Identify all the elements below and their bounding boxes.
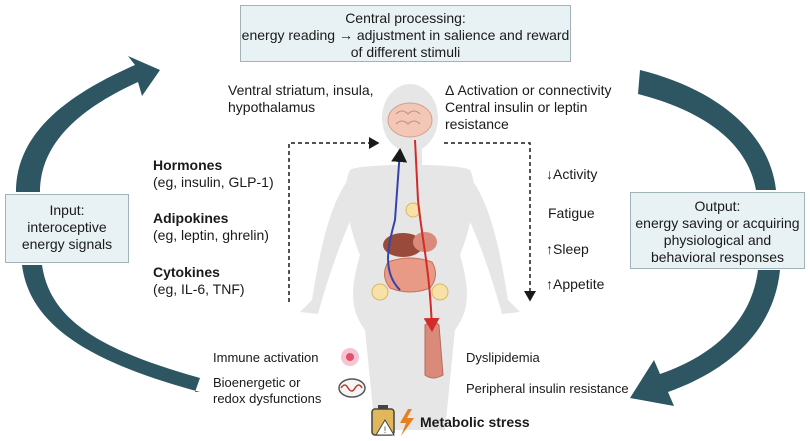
cytokines-examples: (eg, IL-6, TNF) [153, 281, 245, 297]
brain-regions-line-1: Ventral striatum, insula, [228, 82, 374, 98]
output-line-4: behavioral responses [650, 249, 785, 265]
cycle-arrow-top-left [16, 56, 160, 192]
bioenergetic-line-1: Bioenergetic or [213, 375, 301, 390]
peripheral-insulin-resistance-label: Peripheral insulin resistance [466, 381, 629, 396]
cycle-arrow-top-right [638, 70, 776, 190]
efferent-path [414, 139, 440, 332]
svg-text:!: ! [384, 425, 387, 435]
fat-tissue-right [431, 283, 449, 301]
central-changes-line-1: Δ Activation or connectivity [445, 82, 612, 98]
input-line-3: energy signals [21, 236, 113, 252]
immune-activation-label: Immune activation [213, 350, 319, 365]
input-line-1: Input: [49, 202, 85, 218]
adipokines-examples: (eg, leptin, ghrelin) [153, 227, 269, 243]
brain-regions-line-2: hypothalamus [228, 99, 316, 115]
dashed-arrow-to-brain [288, 137, 380, 302]
central-line-3: of different stimuli [350, 44, 461, 60]
dyslipidemia-label: Dyslipidemia [466, 350, 540, 365]
central-changes-label: Δ Activation or connectivity Central ins… [445, 82, 612, 133]
output-line-2: energy saving or acquiring [635, 215, 800, 231]
adipokines-title: Adipokines [153, 210, 229, 226]
liver [383, 233, 423, 257]
immune-cell-icon [341, 348, 359, 366]
bioenergetic-label: Bioenergetic or redox dysfunctions [213, 375, 321, 407]
response-sleep: ↑Sleep [546, 241, 589, 257]
battery-warning-icon: ! [371, 405, 395, 436]
response-appetite: ↑Appetite [546, 276, 605, 292]
adipokines-group: Adipokines (eg, leptin, ghrelin) [153, 210, 269, 244]
stomach [413, 232, 437, 252]
input-box: Input: interoceptive energy signals [5, 194, 129, 263]
afferent-path [387, 148, 408, 291]
brain [387, 102, 433, 138]
output-box: Output: energy saving or acquiring physi… [630, 192, 805, 269]
response-activity: ↓Activity [546, 166, 598, 182]
hormones-group: Hormones (eg, insulin, GLP-1) [153, 157, 274, 191]
hormones-title: Hormones [153, 157, 223, 173]
input-line-2: interoceptive [27, 219, 107, 235]
output-line-3: physiological and [663, 232, 772, 248]
response-fatigue: Fatigue [548, 205, 595, 221]
metabolic-stress-label: Metabolic stress [420, 414, 530, 430]
central-changes-line-3: resistance [445, 116, 509, 132]
cytokines-group: Cytokines (eg, IL-6, TNF) [153, 264, 245, 298]
output-line-1: Output: [694, 198, 741, 214]
fat-tissue-left [371, 283, 389, 301]
cycle-arrow-bottom-left [22, 265, 200, 392]
cytokines-title: Cytokines [153, 264, 220, 280]
cycle-arrows [16, 56, 780, 406]
lightning-icon [400, 409, 414, 436]
central-line-2: energy reading → adjustment in salience … [241, 27, 570, 43]
mitochondria-icon [338, 378, 366, 398]
central-changes-line-2: Central insulin or leptin [445, 99, 588, 115]
hormones-examples: (eg, insulin, GLP-1) [153, 174, 274, 190]
bioenergetic-line-2: redox dysfunctions [213, 391, 322, 406]
cycle-arrow-bottom-right [630, 270, 780, 406]
organs [371, 202, 449, 379]
central-processing-box: Central processing: energy reading → adj… [240, 5, 571, 62]
central-title: Central processing: [345, 10, 466, 26]
dashed-arrow-from-brain [444, 142, 536, 302]
brain-regions-label: Ventral striatum, insula, hypothalamus [228, 82, 374, 116]
